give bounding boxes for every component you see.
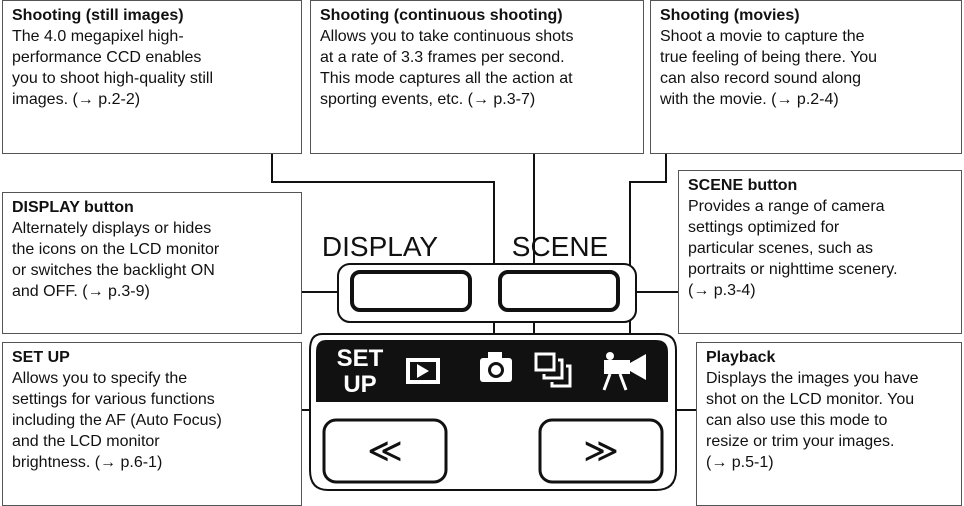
left-arrow-icon: ≪ [367, 431, 403, 471]
display-button[interactable] [350, 270, 472, 312]
callout-movies: Shooting (movies) Shoot a movie to captu… [650, 0, 962, 154]
callout-title: SCENE button [688, 177, 798, 194]
callout-setup: SET UP Allows you to specify the setting… [2, 342, 302, 506]
callout-title: Shooting (movies) [660, 7, 800, 24]
callout-title: Shooting (still images) [12, 7, 184, 24]
playback-icon[interactable] [406, 358, 440, 384]
callout-text: Allows you to take continuous shots at a… [320, 28, 574, 108]
setup-icon-line2[interactable]: UP [343, 371, 376, 398]
camera-icon[interactable] [480, 352, 512, 382]
callout-still-images: Shooting (still images) The 4.0 megapixe… [2, 0, 302, 154]
callout-scene-button: SCENE button Provides a range of camera … [678, 170, 962, 334]
callout-title: Shooting (continuous shooting) [320, 7, 563, 24]
callout-text: Allows you to specify the settings for v… [12, 370, 222, 471]
scene-label: SCENE [512, 231, 608, 262]
continuous-shooting-icon[interactable] [534, 352, 572, 388]
callout-text: Shoot a movie to capture the true feelin… [660, 28, 878, 108]
callout-text: The 4.0 megapixel high- performance CCD … [12, 28, 213, 108]
callout-playback: Playback Displays the images you have sh… [696, 342, 962, 506]
callout-title: SET UP [12, 349, 70, 366]
callout-display-button: DISPLAY button Alternately displays or h… [2, 192, 302, 334]
setup-icon[interactable]: SET [337, 345, 384, 372]
callout-title: DISPLAY button [12, 199, 134, 216]
callout-text: Displays the images you have shot on the… [706, 370, 919, 471]
movie-camera-icon[interactable] [602, 352, 646, 391]
left-button[interactable] [322, 418, 448, 484]
callout-text: Provides a range of camera settings opti… [688, 198, 898, 299]
right-arrow-icon: ≫ [583, 431, 619, 471]
scene-button[interactable] [498, 270, 620, 312]
display-label: DISPLAY [322, 231, 439, 262]
right-button[interactable] [538, 418, 664, 484]
callout-text: Alternately displays or hides the icons … [12, 220, 220, 300]
callout-continuous-shooting: Shooting (continuous shooting) Allows yo… [310, 0, 644, 154]
callout-title: Playback [706, 349, 776, 366]
